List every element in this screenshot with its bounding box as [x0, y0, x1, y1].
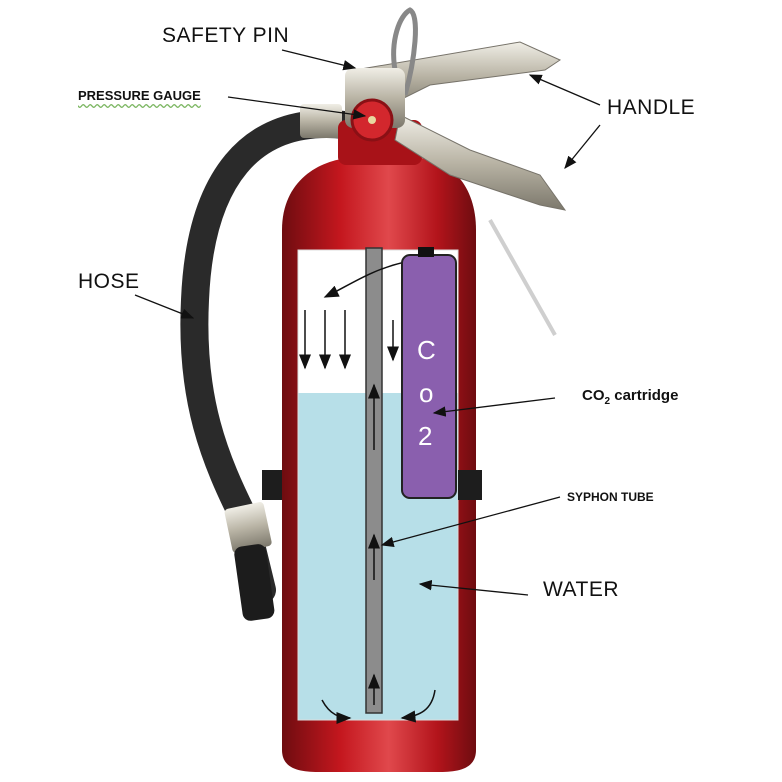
co2-subscript: 2 — [604, 396, 611, 407]
hose-ferrule — [300, 104, 342, 138]
label-water: WATER — [543, 578, 619, 601]
label-handle: HANDLE — [607, 96, 696, 119]
pressure-gauge-arrow — [227, 96, 367, 120]
handle-lever-bottom — [394, 114, 567, 211]
handle-arrow-top — [528, 74, 601, 106]
hose-arrow — [134, 294, 195, 319]
co2-suffix: cartridge — [610, 387, 679, 404]
hose-nozzle — [234, 544, 275, 621]
label-pressure-gauge: PRESSURE GAUGE — [78, 88, 201, 103]
handle-arrow-bottom — [564, 124, 601, 170]
safety-pin-ring — [391, 7, 418, 96]
hose — [180, 110, 359, 604]
hose-coupling — [224, 502, 272, 553]
label-co2-cartridge: CO2 cartridge — [582, 387, 678, 407]
co2-cartridge — [401, 254, 457, 499]
co2-arrow — [432, 397, 556, 417]
bracket-strap — [262, 470, 282, 500]
label-hose: HOSE — [78, 270, 140, 293]
cartridge-letter-o: o — [419, 378, 434, 408]
cartridge-letter-c: C — [417, 335, 436, 365]
label-syphon-tube: SYPHON TUBE — [567, 490, 654, 504]
syphon-tube — [365, 247, 383, 714]
syphon-tube-arrow — [380, 496, 561, 547]
safety-pin-arrow — [281, 49, 357, 71]
co2-prefix: CO — [582, 387, 605, 404]
label-safety-pin: SAFETY PIN — [162, 24, 290, 47]
water-arrow — [418, 580, 529, 596]
cartridge-letter-2: 2 — [418, 421, 433, 451]
